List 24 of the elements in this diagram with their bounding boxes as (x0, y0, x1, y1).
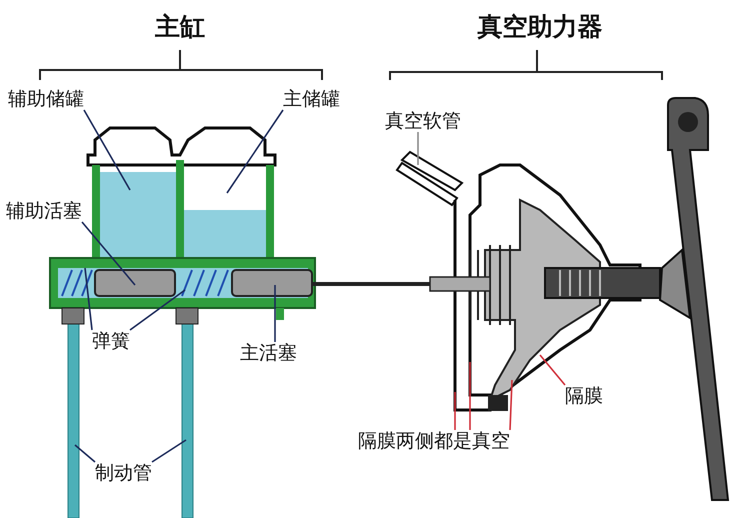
part-label: 主储罐 (283, 88, 340, 110)
part-label: 制动管 (95, 462, 152, 484)
leader-line (509, 380, 513, 430)
leader-line (83, 110, 131, 190)
leader-line (454, 392, 456, 430)
part-label: 主活塞 (240, 342, 297, 364)
part-label: 弹簧 (92, 330, 130, 352)
section-title: 真空助力器 (478, 12, 602, 42)
leader-line (84, 268, 93, 330)
leader-line (539, 354, 566, 386)
leader-line (226, 110, 284, 194)
leader-line (152, 439, 186, 463)
leader-line (74, 444, 96, 463)
leader-line (469, 362, 471, 430)
leader-line (274, 285, 276, 342)
part-label: 真空软管 (385, 110, 461, 132)
leader-line (81, 221, 136, 286)
part-label: 辅助储罐 (8, 88, 84, 110)
part-label: 辅助活塞 (6, 200, 82, 222)
part-label: 隔膜 (565, 385, 603, 407)
section-title: 主缸 (155, 12, 205, 42)
part-label: 隔膜两侧都是真空 (358, 430, 510, 452)
leader-line (417, 132, 419, 165)
leader-line (130, 289, 186, 331)
